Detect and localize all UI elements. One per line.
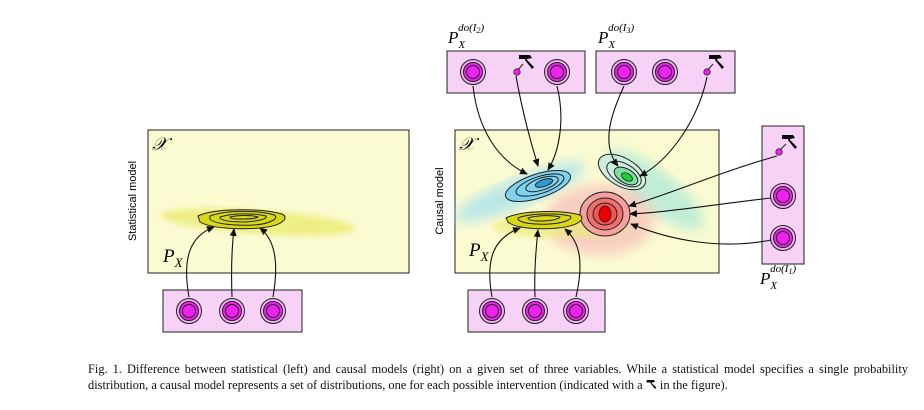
arrows-right-bottom	[489, 227, 581, 298]
variable-node-i2-3	[544, 59, 570, 85]
distribution-contours-green	[597, 153, 647, 191]
variable-node-right-1	[479, 298, 505, 324]
distribution-contours-right	[505, 211, 583, 230]
variable-node-i1-3	[770, 225, 796, 251]
variable-node-left-1	[176, 298, 202, 324]
variable-node-right-2	[522, 298, 548, 324]
intervention-label-i2: PXdo(I2)	[447, 22, 484, 51]
caption-text-end: in the figure).	[659, 378, 728, 392]
distribution-label-left: PX	[162, 246, 184, 270]
variable-node-right-3	[563, 298, 589, 324]
intervention-node-i3	[703, 55, 724, 76]
variable-node-i3-1	[611, 59, 637, 85]
variable-node-left-2	[219, 298, 245, 324]
intervention-node-i1	[775, 135, 797, 156]
sample-space-panel-left	[147, 129, 410, 274]
intervention-node-i2	[513, 55, 534, 76]
side-label-causal: Causal model	[434, 167, 446, 234]
distribution-contours-blue	[504, 169, 572, 203]
distribution-label-right: PX	[468, 240, 490, 264]
intervention-label-i3: PXdo(I3)	[597, 22, 634, 51]
causal-vs-statistical-diagram: 𝒳 Statistical model PX 𝒳 Causal model	[127, 22, 805, 333]
statistical-model-panel: 𝒳 Statistical model PX	[127, 129, 410, 333]
arrows-left	[186, 226, 277, 298]
variable-node-i1-2	[770, 183, 796, 209]
side-label-statistical: Statistical model	[127, 161, 139, 241]
caption-text: Fig. 1. Difference between statistical (…	[88, 362, 908, 392]
arrows-interventions	[472, 75, 778, 245]
distribution-contours-red	[579, 191, 631, 237]
intervention-label-i1: PXdo(I1)	[759, 263, 796, 292]
variable-node-i3-2	[652, 59, 678, 85]
figure-caption: Fig. 1. Difference between statistical (…	[88, 361, 908, 393]
variable-node-i2-1	[460, 59, 486, 85]
causal-model-panel: 𝒳 Causal model	[434, 22, 805, 333]
hammer-icon	[646, 379, 657, 390]
variable-node-left-3	[260, 298, 286, 324]
